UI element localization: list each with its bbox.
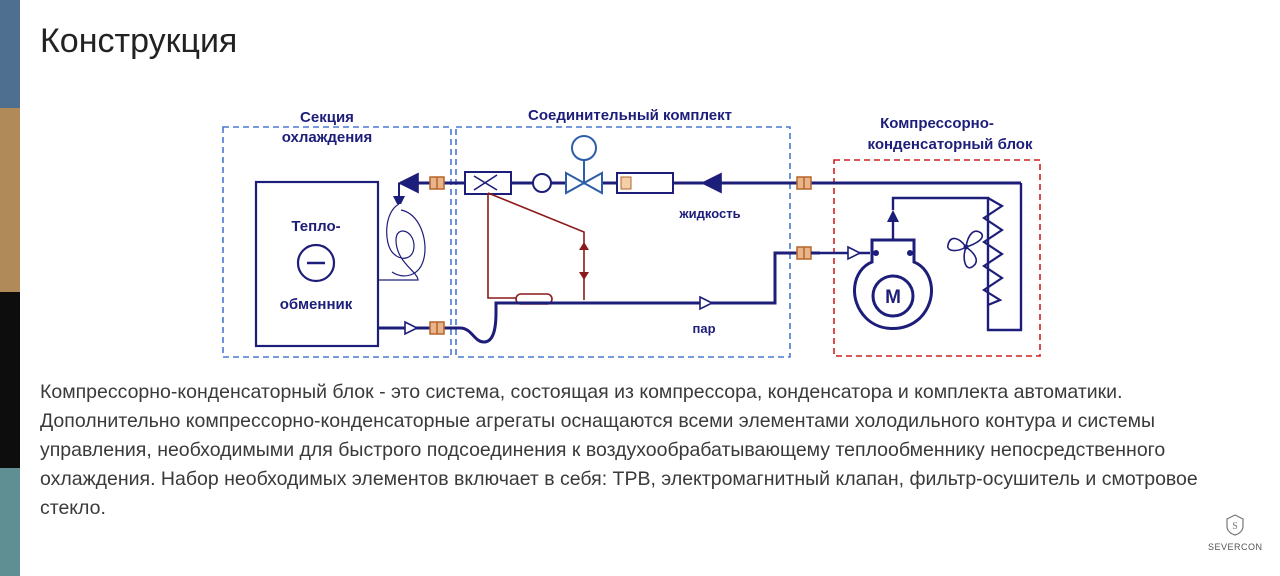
capillary-coil — [378, 203, 419, 281]
side-stripe-black — [0, 292, 20, 468]
slide-title: Конструкция — [40, 22, 238, 60]
paragraph-1: Компрессорно-конденсаторный блок - это с… — [40, 381, 1123, 403]
txv-valve-icon — [393, 196, 405, 204]
compressor-unit-label-2: конденсаторный блок — [868, 136, 1033, 153]
logo-emblem-icon: S — [1226, 514, 1244, 536]
side-stripe-tan — [0, 108, 20, 292]
motor-label: М — [885, 287, 901, 308]
paragraph-2: Дополнительно компрессорно-конденсаторны… — [40, 410, 1198, 519]
capillary-coil-outer — [391, 209, 426, 277]
compressor-discharge-dot — [907, 250, 913, 256]
side-stripe-teal — [0, 468, 20, 576]
refrigeration-diagram: Секция охлаждения Соединительный комплек… — [222, 107, 1041, 358]
sight-glass-box — [464, 171, 512, 195]
compressor-motor-circle — [871, 274, 915, 318]
sight-glass-zigzag — [473, 174, 498, 191]
description-text: Компрессорно-конденсаторный блок - это с… — [40, 378, 1240, 523]
vapor-label: пар — [692, 321, 715, 336]
sensor-line — [487, 192, 585, 300]
cooling-section-label-2: охлаждения — [282, 129, 373, 146]
heat-exchanger-label-1: Тепло- — [291, 218, 340, 235]
connection-kit-frame — [455, 126, 791, 358]
compressor-unit-label-1: Компрессорно- — [880, 115, 994, 132]
solenoid-head-icon — [571, 135, 597, 161]
sensor-arrow-down — [579, 272, 589, 280]
vapor-line-arrow-left — [404, 320, 419, 336]
sensor-arrow-up — [579, 242, 589, 250]
discharge-arrow — [887, 210, 899, 222]
vapor-line — [378, 251, 820, 344]
vapor-line-arrow-mid — [699, 295, 714, 311]
heat-exchanger-label-2: обменник — [280, 296, 353, 313]
cooling-section-label-1: Секция — [300, 109, 354, 126]
liquid-label: жидкость — [678, 206, 740, 221]
suction-arrow — [847, 245, 862, 261]
check-circle-icon — [532, 173, 552, 193]
logo-text: SEVERCON — [1208, 542, 1263, 552]
heat-exchanger-symbol — [296, 243, 336, 283]
severcon-logo: S SEVERCON — [1208, 514, 1262, 558]
condenser-coil — [981, 197, 1005, 307]
compressor-suction-dot — [873, 250, 879, 256]
cooling-section-frame — [222, 126, 452, 358]
fan-hub — [963, 244, 969, 250]
filter-drier-fill — [620, 176, 632, 190]
side-stripe-blue — [0, 0, 20, 108]
connection-kit-label: Соединительный комплект — [528, 107, 732, 124]
compressor-unit-frame — [833, 159, 1041, 357]
fan-icon — [947, 230, 984, 269]
svg-text:S: S — [1232, 521, 1238, 532]
